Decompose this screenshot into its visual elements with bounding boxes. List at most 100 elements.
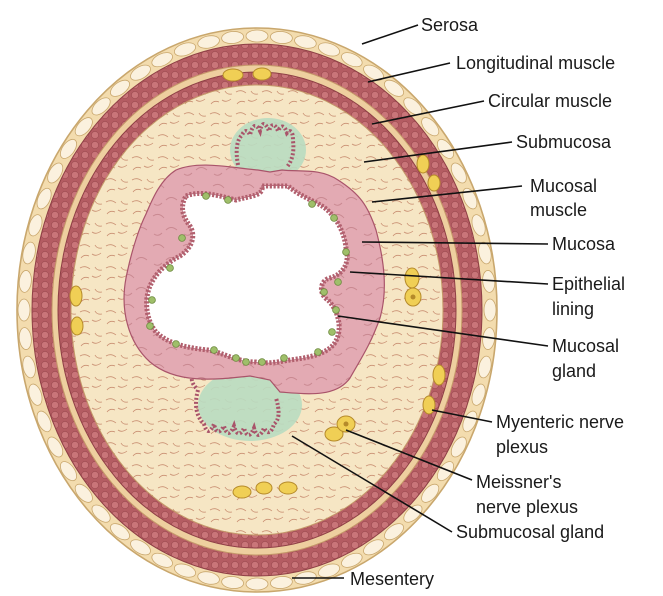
label-circular-muscle: Circular muscle (488, 91, 612, 111)
serosa-cell (450, 436, 467, 458)
mucosal-gland-dot (242, 358, 250, 366)
serosa-cell (270, 576, 293, 589)
serosa-cell (221, 31, 244, 44)
serosa-cell (363, 539, 384, 556)
serosa-cell (245, 29, 269, 43)
label-mucosal-gland-2: gland (552, 361, 596, 381)
serosa-cell (110, 523, 130, 541)
serosa-cell (47, 162, 64, 184)
serosa-cell (421, 483, 440, 503)
label-epithelial-lining-2: lining (552, 299, 594, 319)
serosa-cell (482, 327, 496, 350)
label-mucosal-muscle-2: muscle (530, 200, 587, 220)
label-myenteric-nerve-plexus-2: plexus (496, 437, 548, 457)
serosa-cell (403, 504, 423, 523)
serosa-cell (74, 117, 93, 137)
label-serosa: Serosa (421, 15, 479, 35)
serosa-cell (17, 298, 31, 322)
serosa-cell (197, 35, 220, 49)
serosa-cell (18, 327, 32, 350)
meissners-nerve-plexus (324, 154, 441, 442)
mucosal-gland-dot (320, 288, 328, 296)
mucosal-gland-dot (232, 354, 240, 362)
serosa-cell (462, 187, 478, 210)
serosa-cell (450, 162, 467, 184)
serosa-cell (478, 355, 492, 379)
serosa-cell (60, 461, 77, 482)
label-mucosa: Mucosa (552, 234, 616, 254)
serosa-cell (245, 577, 269, 591)
serosa-cell (384, 79, 404, 97)
mucosal-gland-dot (314, 348, 322, 356)
serosa-cell (130, 64, 151, 81)
serosa-cell (471, 214, 486, 237)
serosa-cell (317, 563, 341, 578)
label-meissners-nerve-plexus-1: Meissner's (476, 472, 561, 492)
serosa-cell (18, 270, 32, 293)
label-mucosal-gland-1: Mucosal (552, 336, 619, 356)
serosa-cell (471, 383, 486, 406)
mucosal-gland-dot (330, 214, 338, 222)
serosa-cell (478, 241, 492, 265)
serosa-cell (91, 504, 111, 523)
label-submucosal-gland: Submucosal gland (456, 522, 604, 542)
serosa-cell (151, 52, 173, 68)
serosa-cell (483, 298, 497, 322)
serosa-cell (36, 410, 52, 433)
serosa-cell (317, 42, 341, 57)
lumen (154, 192, 341, 357)
serosa-cell (28, 214, 43, 237)
serosa-cell (60, 138, 77, 159)
mucosal-gland-dot (280, 354, 288, 362)
mucosal-gland-dot (328, 328, 336, 336)
serosa-cell (173, 563, 197, 578)
mucosal-gland-dot (258, 358, 266, 366)
serosa-cell (270, 31, 293, 44)
serosa-cell (341, 552, 363, 568)
label-mesentery: Mesentery (350, 569, 434, 589)
serosa-cell (130, 539, 151, 556)
serosa-cell (341, 52, 363, 68)
serosa-cell (28, 383, 43, 406)
serosa-cell (384, 523, 404, 541)
myenteric-nerve-plexus (69, 67, 446, 499)
label-myenteric-nerve-plexus-1: Myenteric nerve (496, 412, 624, 432)
serosa-cells (17, 29, 497, 591)
serosa-cell (294, 35, 317, 49)
mucosal-gland-dot (210, 346, 218, 354)
serosa-cell (151, 552, 173, 568)
mucosal-gland-dot (332, 306, 340, 314)
serosa-cell (197, 571, 220, 585)
submucosal-gland-top (230, 118, 306, 182)
mucosal-gland-dot (334, 278, 342, 286)
serosa-cell (221, 576, 244, 589)
serosa-cell (421, 117, 440, 137)
label-meissners-nerve-plexus-2: nerve plexus (476, 497, 578, 517)
serosa-cell (36, 187, 52, 210)
serosa-cell (22, 355, 36, 379)
mucosal-gland-dot (178, 234, 186, 242)
mucosal-gland-dot (148, 296, 156, 304)
serosa-cell (22, 241, 36, 265)
label-longitudinal-muscle: Longitudinal muscle (456, 53, 615, 73)
label-epithelial-lining-1: Epithelial (552, 274, 625, 294)
mucosal-gland-dot (146, 322, 154, 330)
serosa-cell (173, 42, 197, 57)
serosa-cell (47, 436, 64, 458)
mucosal-gland (146, 192, 350, 366)
label-mucosal-muscle-1: Mucosal (530, 176, 597, 196)
mucosal-gland-dot (224, 196, 232, 204)
serosa-cell (74, 483, 93, 503)
leader-lines (291, 24, 549, 579)
serosa-cell (91, 97, 111, 116)
labels: Serosa Longitudinal muscle Circular musc… (350, 15, 625, 589)
mucosal-gland-dot (202, 192, 210, 200)
serosa-cell (110, 79, 130, 97)
label-submucosa: Submucosa (516, 132, 612, 152)
mucosal-gland-dot (166, 264, 174, 272)
mucosal-gland-dot (308, 200, 316, 208)
mucosal-gland-dot (172, 340, 180, 348)
mucosal-gland-dot (342, 248, 350, 256)
